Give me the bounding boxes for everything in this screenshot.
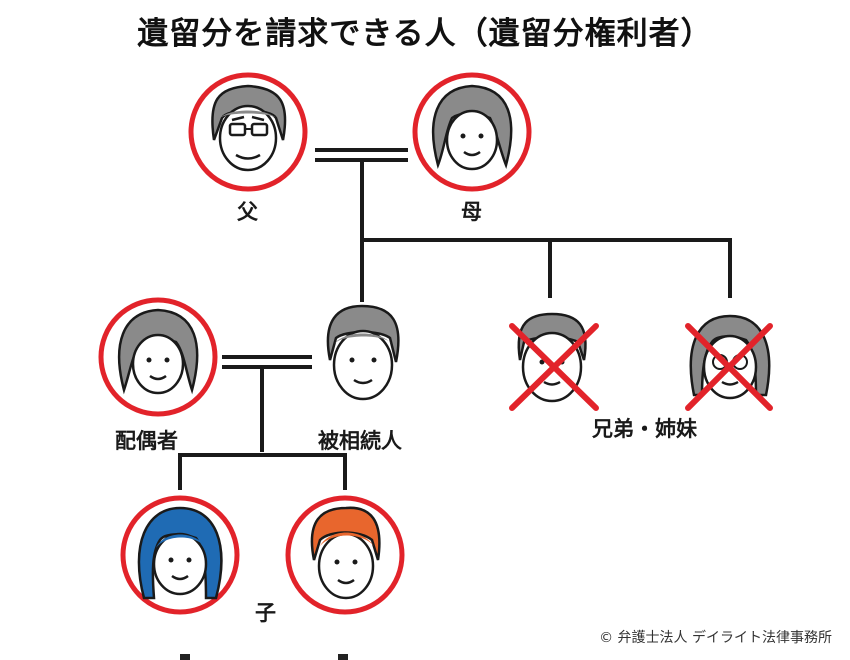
children-label: 子 [255,597,276,627]
spouse-avatar [101,300,215,414]
child-son-avatar [288,498,402,612]
cropped-bracket-mark [338,654,348,660]
decedent-label: 被相続人 [318,425,402,455]
siblings-label: 兄弟・姉妹 [592,413,697,443]
mother-label: 母 [461,196,482,226]
father-avatar [191,75,305,189]
child-daughter-avatar [123,498,237,612]
copyright-credit: © 弁護士法人 デイライト法律事務所 [599,627,832,647]
mother-avatar [415,75,529,189]
spouse-label: 配偶者 [115,425,178,455]
cropped-bracket-mark [180,654,190,660]
decedent-avatar [328,306,398,399]
sibling-sister-avatar [691,316,769,398]
father-label: 父 [237,196,258,226]
